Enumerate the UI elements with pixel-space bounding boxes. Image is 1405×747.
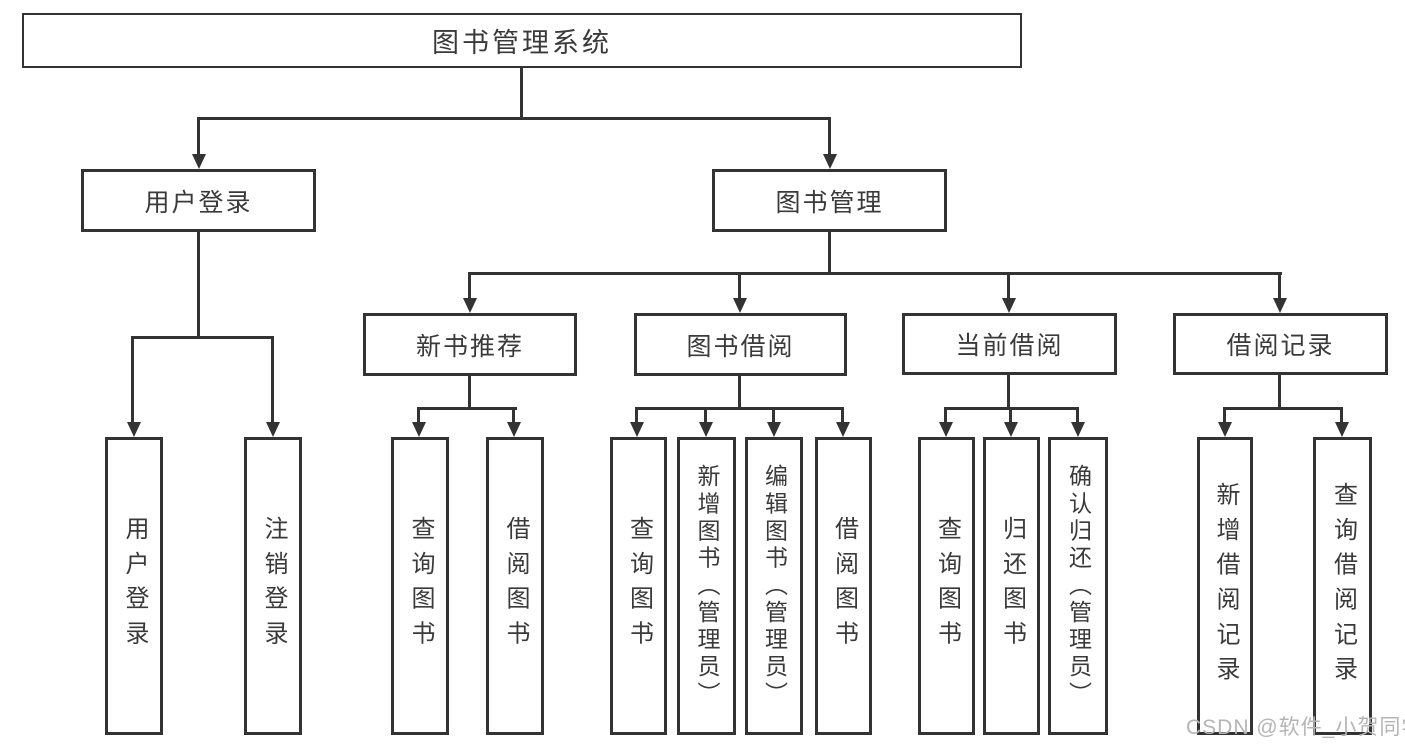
leaf-nb-query-books: 查询图书 xyxy=(391,437,449,735)
node-label: 查询图书 xyxy=(407,516,434,656)
connector-line xyxy=(131,336,274,339)
arrowhead-down-icon xyxy=(266,422,280,437)
leaf-logout: 注销登录 xyxy=(244,437,302,735)
node-label: 图书管理 xyxy=(775,188,884,217)
connector-line xyxy=(704,407,707,424)
node-label: 新增图书（管理员） xyxy=(694,463,720,709)
connector-line xyxy=(197,117,831,120)
connector-line xyxy=(131,336,134,424)
leaf-nb-borrow-books: 借阅图书 xyxy=(486,437,544,735)
leaf-bb-borrow-books: 借阅图书 xyxy=(815,437,872,735)
connector-line xyxy=(197,117,200,155)
connector-line xyxy=(738,272,741,300)
arrowhead-down-icon xyxy=(1273,298,1287,313)
node-label: 注销登录 xyxy=(260,516,287,656)
leaf-bb-query-books: 查询图书 xyxy=(610,437,667,735)
connector-line xyxy=(271,336,274,424)
node-label: 当前借阅 xyxy=(955,332,1064,360)
leaf-bb-add-books-admin: 新增图书（管理员） xyxy=(677,437,736,735)
connector-line xyxy=(841,407,844,424)
connector-line xyxy=(417,407,420,424)
arrowhead-down-icon xyxy=(507,422,521,437)
connector-line xyxy=(772,407,775,424)
arrowhead-down-icon xyxy=(823,154,837,169)
node-label: 借阅图书 xyxy=(830,516,858,656)
connector-line xyxy=(1278,272,1281,300)
node-label: 查询借阅记录 xyxy=(1329,481,1357,691)
arrowhead-down-icon xyxy=(1071,422,1085,437)
connector-line xyxy=(468,272,471,300)
connector-line xyxy=(738,376,741,407)
node-borrowing-records: 借阅记录 xyxy=(1173,313,1388,375)
node-label: 新增借阅记录 xyxy=(1212,481,1239,691)
leaf-cb-confirm-return-admin: 确认归还（管理员） xyxy=(1048,437,1108,735)
leaf-cb-query-books: 查询图书 xyxy=(918,437,975,735)
watermark: CSDN @软件_小贺同学 xyxy=(1186,716,1405,739)
node-book-borrowing: 图书借阅 xyxy=(634,313,847,376)
node-label: 确认归还（管理员） xyxy=(1065,463,1092,709)
arrowhead-down-icon xyxy=(836,422,850,437)
leaf-br-query-record: 查询借阅记录 xyxy=(1313,437,1372,735)
node-label: 用户登录 xyxy=(121,516,148,656)
node-label: 归还图书 xyxy=(998,516,1026,656)
connector-line xyxy=(635,407,844,410)
connector-line xyxy=(1009,407,1012,424)
connector-line xyxy=(828,232,831,272)
node-library-system: 图书管理系统 xyxy=(22,13,1022,68)
connector-line xyxy=(1007,272,1010,300)
connector-line xyxy=(197,232,200,336)
connector-line xyxy=(468,272,1282,275)
leaf-cb-return-books: 归还图书 xyxy=(983,437,1040,735)
arrowhead-down-icon xyxy=(699,422,713,437)
node-current-borrowing: 当前借阅 xyxy=(902,313,1117,375)
node-label: 借阅图书 xyxy=(502,516,529,656)
node-label: 查询图书 xyxy=(625,516,653,656)
connector-line xyxy=(635,407,638,424)
connector-line xyxy=(1007,375,1010,407)
connector-line xyxy=(417,407,517,410)
arrowhead-down-icon xyxy=(463,298,477,313)
node-label: 图书借阅 xyxy=(686,332,795,361)
arrowhead-down-icon xyxy=(127,422,141,437)
node-label: 借阅记录 xyxy=(1226,332,1335,360)
connector-line xyxy=(1223,407,1343,410)
node-label: 编辑图书（管理员） xyxy=(761,463,788,709)
arrowhead-down-icon xyxy=(767,422,781,437)
arrowhead-down-icon xyxy=(1335,422,1349,437)
connector-line xyxy=(1340,407,1343,424)
leaf-user-login: 用户登录 xyxy=(105,437,163,735)
connector-line xyxy=(944,407,947,424)
arrowhead-down-icon xyxy=(1004,422,1018,437)
node-new-book-recommend: 新书推荐 xyxy=(363,313,577,376)
node-label: 查询图书 xyxy=(933,516,961,656)
connector-line xyxy=(512,407,515,424)
connector-line xyxy=(1278,375,1281,407)
connector-line xyxy=(1076,407,1079,424)
arrowhead-down-icon xyxy=(733,298,747,313)
arrowhead-down-icon xyxy=(1218,422,1232,437)
node-label: 图书管理系统 xyxy=(432,28,612,58)
arrowhead-down-icon xyxy=(630,422,644,437)
connector-line xyxy=(468,376,471,407)
leaf-bb-edit-books-admin: 编辑图书（管理员） xyxy=(745,437,803,735)
arrowhead-down-icon xyxy=(412,422,426,437)
arrowhead-down-icon xyxy=(939,422,953,437)
arrowhead-down-icon xyxy=(192,154,206,169)
node-label: 用户登录 xyxy=(144,188,253,217)
connector-line xyxy=(1223,407,1226,424)
node-label: 新书推荐 xyxy=(415,332,524,361)
connector-line xyxy=(828,117,831,155)
connector-line xyxy=(520,68,523,117)
arrowhead-down-icon xyxy=(1002,298,1016,313)
node-user-login: 用户登录 xyxy=(81,169,316,232)
node-book-management: 图书管理 xyxy=(712,169,947,232)
leaf-br-add-record: 新增借阅记录 xyxy=(1197,437,1253,735)
